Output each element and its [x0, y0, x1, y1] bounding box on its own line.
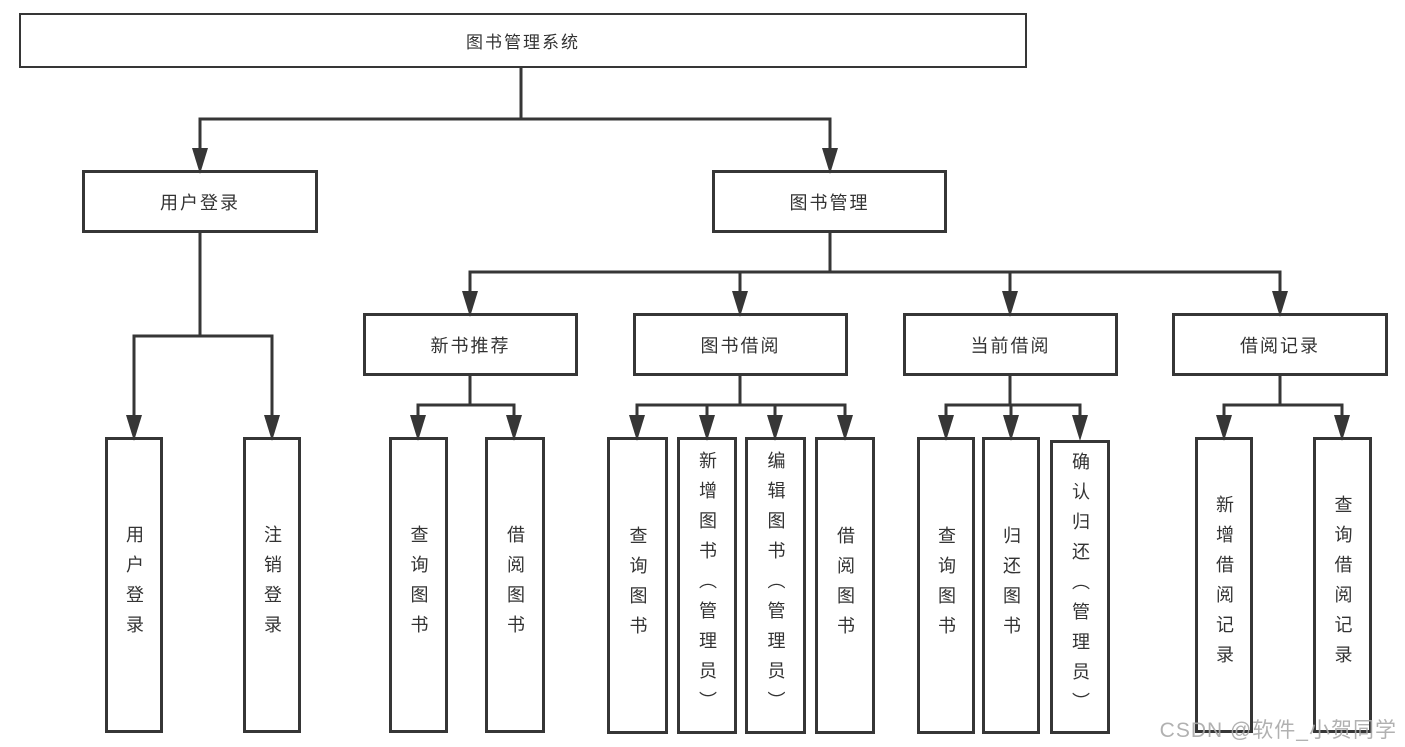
- node-label: 借阅记录: [1240, 335, 1320, 356]
- node-label: 图书管理: [789, 192, 870, 213]
- edge-current-rail: [944, 403, 1082, 417]
- node-leaf-add-book-admin: 新增图书（管理员）: [677, 437, 737, 734]
- node-new-book-recommendation: 新书推荐: [363, 313, 578, 376]
- node-leaf-borrow-books-2: 借阅图书: [815, 437, 875, 734]
- node-book-management: 图书管理: [712, 170, 947, 233]
- node-leaf-edit-book-admin: 编辑图书（管理员）: [745, 437, 806, 734]
- node-leaf-query-books-3: 查询图书: [917, 437, 975, 734]
- node-label: 借阅图书: [505, 525, 525, 645]
- arrowhead: [1072, 415, 1088, 441]
- node-label: 图书借阅: [700, 335, 781, 356]
- node-borrowing-records: 借阅记录: [1172, 313, 1388, 376]
- edge-root-rail: [198, 117, 832, 150]
- node-leaf-user-login: 用户登录: [105, 437, 163, 733]
- node-leaf-borrow-books-1: 借阅图书: [485, 437, 545, 733]
- edge-records-rail: [1222, 403, 1344, 417]
- node-library-management-system: 图书管理系统: [19, 13, 1027, 68]
- node-leaf-add-borrow-record: 新增借阅记录: [1195, 437, 1253, 733]
- node-label: 图书管理系统: [466, 33, 580, 52]
- node-label: 用户登录: [160, 192, 240, 213]
- node-label: 查询借阅记录: [1332, 495, 1353, 675]
- node-leaf-query-books-2: 查询图书: [607, 437, 668, 734]
- node-current-borrowing: 当前借阅: [903, 313, 1118, 376]
- node-leaf-return-book: 归还图书: [982, 437, 1040, 734]
- edge-bookmgmt-rail: [468, 270, 1282, 293]
- node-label: 借阅图书: [835, 525, 855, 646]
- node-leaf-query-borrow-record: 查询借阅记录: [1313, 437, 1372, 733]
- node-user-login: 用户登录: [82, 170, 318, 233]
- edge-borrow-rail: [635, 403, 847, 417]
- node-label: 用户登录: [124, 525, 144, 645]
- node-leaf-confirm-return-admin: 确认归还（管理员）: [1050, 440, 1110, 734]
- node-label: 新书推荐: [430, 335, 511, 356]
- node-label: 新增图书（管理员）: [697, 450, 717, 721]
- node-label: 确认归还（管理员）: [1070, 452, 1090, 722]
- node-label: 查询图书: [408, 525, 429, 645]
- node-leaf-logout: 注销登录: [243, 437, 301, 733]
- edge-userlogin-rail: [132, 334, 274, 417]
- node-book-borrowing: 图书借阅: [633, 313, 848, 376]
- node-label: 归还图书: [1001, 525, 1021, 646]
- node-label: 查询图书: [627, 525, 648, 646]
- node-label: 新增借阅记录: [1214, 495, 1234, 675]
- node-label: 查询图书: [936, 525, 956, 646]
- node-label: 当前借阅: [970, 335, 1051, 356]
- watermark: CSDN @软件_小贺同学: [1159, 719, 1397, 742]
- node-label: 编辑图书（管理员）: [765, 450, 786, 721]
- node-leaf-query-books-1: 查询图书: [389, 437, 448, 733]
- edge-newbook-rail: [416, 403, 516, 417]
- node-label: 注销登录: [262, 525, 282, 645]
